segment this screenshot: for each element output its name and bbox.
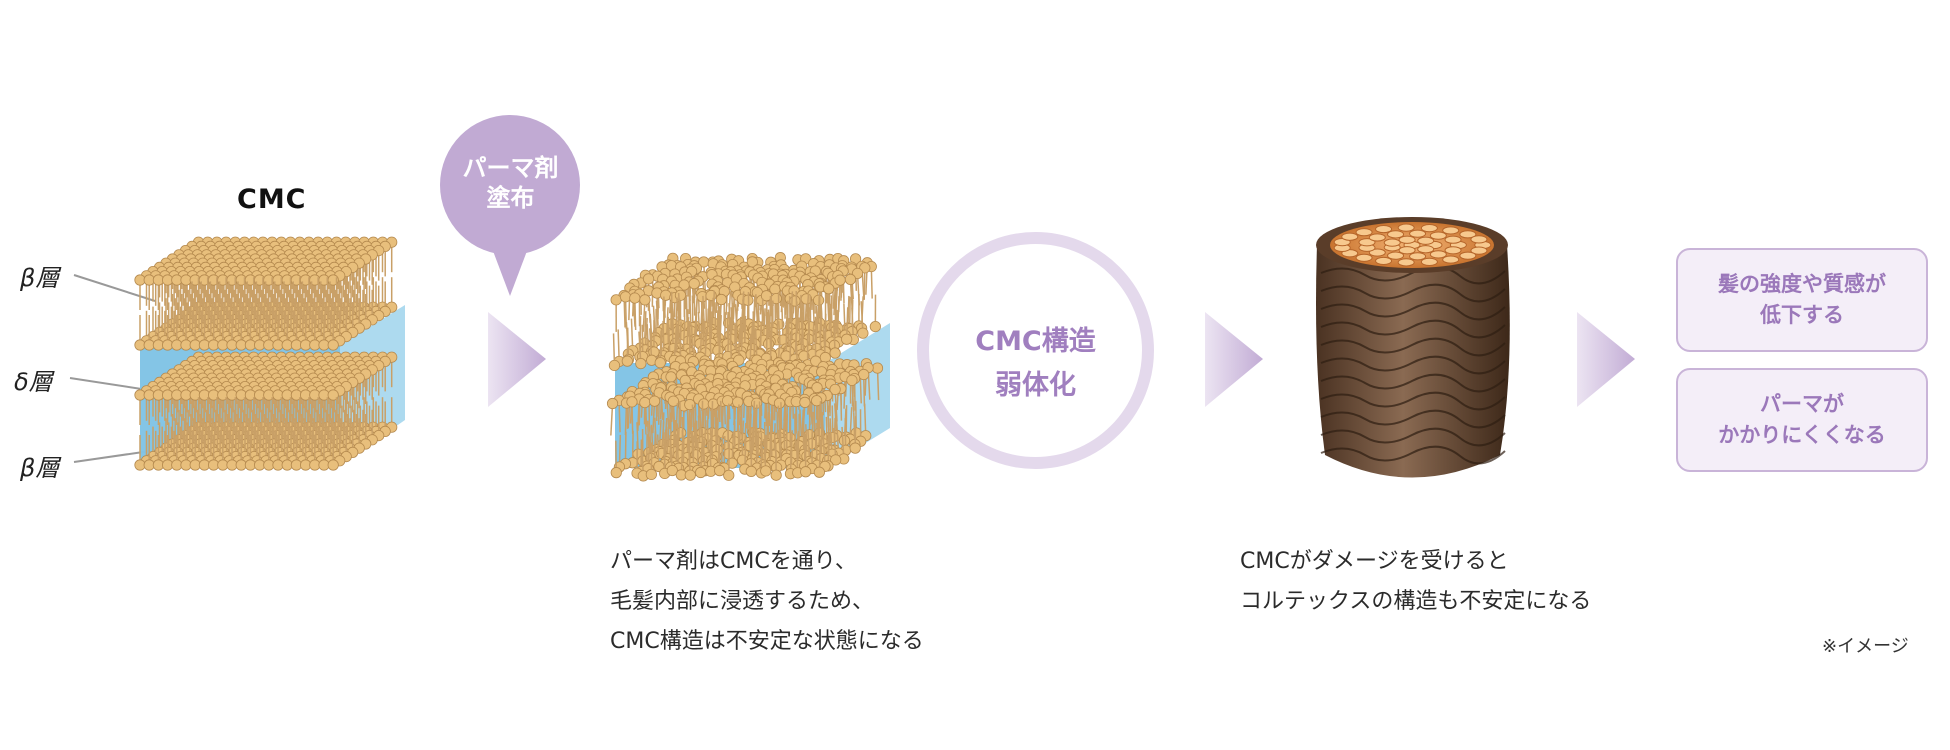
- step2-desc-line-1: パーマ剤はCMCを通り、: [610, 542, 924, 582]
- arrow-right-icon: [1205, 312, 1265, 407]
- ring-line-2: 弱体化: [929, 364, 1142, 408]
- result-box-strength: 髪の強度や質感が 低下する: [1676, 248, 1928, 352]
- result-2-line-2: かかりにくくなる: [1718, 420, 1886, 451]
- arrow-right-icon: [1577, 312, 1637, 407]
- step2-description: パーマ剤はCMCを通り、 毛髪内部に浸透するため、 CMC構造は不安定な状態にな…: [610, 542, 924, 662]
- perm-agent-bubble: パーマ剤 塗布: [438, 113, 583, 298]
- result-box-perm: パーマが かかりにくくなる: [1676, 368, 1928, 472]
- step2-desc-line-3: CMC構造は不安定な状態になる: [610, 622, 924, 662]
- step2-desc-line-2: 毛髪内部に浸透するため、: [610, 582, 924, 622]
- step3-description: CMCがダメージを受けると コルテックスの構造も不安定になる: [1240, 542, 1591, 622]
- bubble-line-1: パーマ剤: [438, 153, 583, 183]
- disrupted-cmc-illustration: [600, 228, 910, 503]
- arrow-right-icon: [488, 312, 548, 407]
- step3-desc-line-1: CMCがダメージを受けると: [1240, 542, 1591, 582]
- hair-cortex-illustration: [1305, 215, 1520, 490]
- cmc-lipid-bilayer-illustration: [130, 245, 420, 515]
- image-note: ※イメージ: [1822, 632, 1909, 658]
- cmc-weakening-ring: CMC構造 弱体化: [917, 232, 1154, 469]
- result-2-line-1: パーマが: [1718, 389, 1886, 420]
- ring-line-1: CMC構造: [929, 320, 1142, 364]
- bubble-line-2: 塗布: [438, 183, 583, 213]
- result-1-line-2: 低下する: [1718, 300, 1886, 331]
- step3-desc-line-2: コルテックスの構造も不安定になる: [1240, 582, 1591, 622]
- result-1-line-1: 髪の強度や質感が: [1718, 269, 1886, 300]
